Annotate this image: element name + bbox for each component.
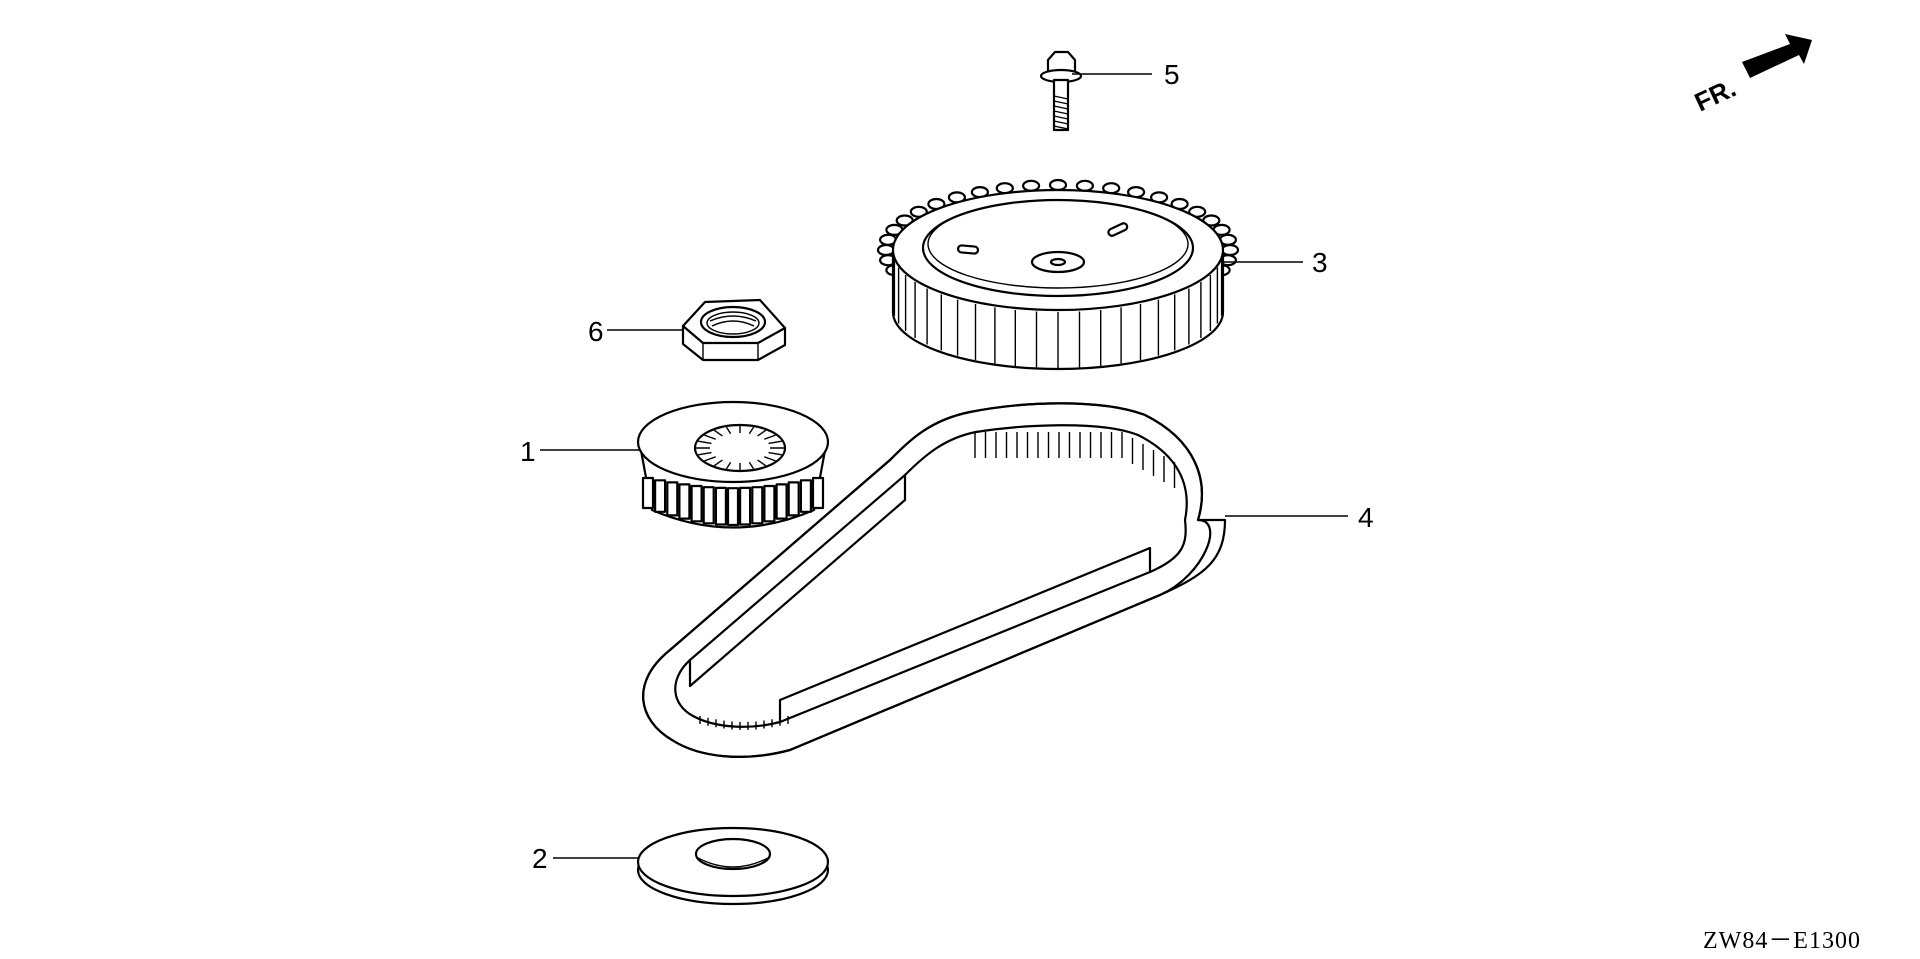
- callout-2: 2: [532, 843, 548, 874]
- front-direction-indicator: FR.: [1690, 34, 1812, 117]
- hex-nut-part[interactable]: [681, 298, 787, 362]
- callout-1: 1: [520, 436, 536, 467]
- callout-6: 6: [588, 316, 604, 347]
- direction-arrow-icon: [1742, 34, 1812, 78]
- large-pulley-part[interactable]: [876, 178, 1240, 371]
- direction-label: FR.: [1690, 73, 1741, 118]
- leader-lines: [540, 73, 1348, 859]
- callout-4: 4: [1358, 502, 1374, 533]
- callout-5: 5: [1164, 59, 1180, 90]
- belt-guide-plate-part[interactable]: [636, 826, 830, 906]
- flange-bolt-part[interactable]: [1039, 50, 1083, 132]
- small-pulley-part[interactable]: [636, 400, 830, 529]
- callout-3: 3: [1312, 247, 1328, 278]
- reference-code: ZW84－E1300: [1703, 928, 1861, 954]
- timing-belt-part[interactable]: [642, 402, 1227, 758]
